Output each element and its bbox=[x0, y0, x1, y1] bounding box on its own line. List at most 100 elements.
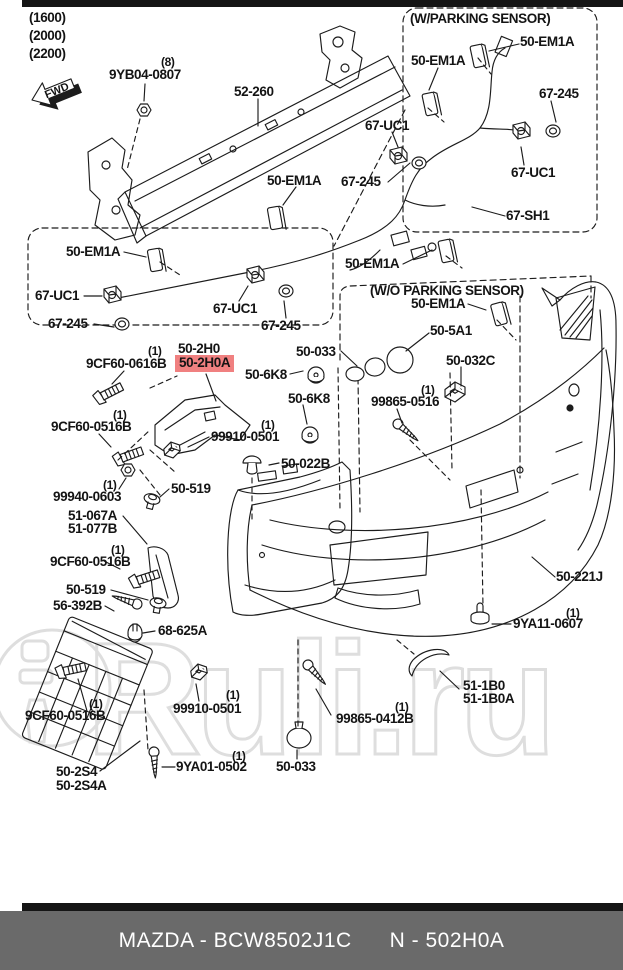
callout-68-625A: 68-625A bbox=[158, 623, 207, 638]
screw-icon bbox=[111, 591, 144, 610]
callout-67-UC1-3: 67-UC1 bbox=[35, 288, 80, 303]
screw-icon bbox=[301, 658, 329, 688]
callout-qty: (1) bbox=[261, 418, 275, 432]
pad-icon bbox=[470, 43, 490, 70]
callout-67-245-3: 67-245 bbox=[48, 316, 88, 331]
callout-50-6K8-2: 50-6K8 bbox=[288, 391, 330, 406]
grommet-icon bbox=[308, 367, 324, 383]
callout-qty-8: (8) bbox=[161, 55, 175, 69]
callout-51-077B: 51-077B bbox=[68, 521, 117, 536]
callout-50-519-1: 50-519 bbox=[171, 481, 211, 496]
callout-51-1B0A: 51-1B0A bbox=[463, 691, 515, 706]
fwd-arrow-icon: FWD bbox=[28, 71, 82, 110]
dashed-leader-lines bbox=[118, 58, 516, 750]
bottom-edge-bar bbox=[22, 903, 623, 911]
bolt-icon bbox=[92, 380, 125, 406]
callout-67-245-1: 67-245 bbox=[539, 86, 579, 101]
grommet-icon bbox=[302, 427, 318, 443]
callout-67-245-4: 67-245 bbox=[261, 318, 301, 333]
callout-50-2S4: 50-2S4 bbox=[56, 764, 98, 779]
bumper-corner-left bbox=[228, 462, 352, 615]
pad-icon bbox=[422, 91, 442, 118]
leader-lines bbox=[78, 44, 556, 771]
sensor-icon bbox=[104, 286, 121, 303]
callout-variant-1600: (1600) bbox=[29, 10, 66, 25]
callout-variant-2200: (2200) bbox=[29, 46, 66, 61]
ring-icon bbox=[546, 125, 560, 137]
clip-icon bbox=[163, 441, 181, 459]
rebar-52-260 bbox=[88, 26, 410, 243]
callout-51-1B0: 51-1B0 bbox=[463, 678, 505, 693]
top-edge-bar bbox=[22, 0, 623, 7]
footer-part-ref: N - 502H0A bbox=[389, 928, 505, 952]
callout-50-EM1A-6: 50-EM1A bbox=[411, 296, 466, 311]
bolt-icon bbox=[55, 660, 87, 680]
pad-icon bbox=[438, 238, 458, 265]
callout-50-221J: 50-221J bbox=[556, 569, 603, 584]
callout-variant-2000: (2000) bbox=[29, 28, 66, 43]
callout-50-519-2: 50-519 bbox=[66, 582, 106, 597]
harness-67-SH1 bbox=[118, 36, 520, 298]
callout-9YB04-0807: 9YB04-0807 bbox=[109, 67, 181, 82]
sensor-icon bbox=[247, 266, 264, 283]
retainer-pin-icon bbox=[142, 492, 161, 511]
callout-67-UC1-1: 67-UC1 bbox=[365, 118, 410, 133]
callout-50-EM1A-4: 50-EM1A bbox=[66, 244, 121, 259]
body-side-panel bbox=[542, 282, 616, 550]
bolt-icon bbox=[128, 567, 161, 590]
dashed-region-wo-parking-sensor bbox=[340, 276, 591, 512]
rivet-icon bbox=[471, 603, 489, 624]
screw-icon bbox=[391, 417, 421, 445]
callout-qty: (1) bbox=[89, 697, 103, 711]
pad-icon bbox=[147, 248, 166, 274]
ring-icon bbox=[279, 285, 293, 297]
plug-icon bbox=[364, 356, 387, 377]
clip-icon bbox=[445, 382, 465, 402]
callout-99910-0501-2: 99910-0501 bbox=[173, 701, 242, 716]
callout-50-5A1: 50-5A1 bbox=[430, 323, 472, 338]
bumper-main-50-221J bbox=[247, 348, 614, 636]
callout-50-6K8-1: 50-6K8 bbox=[245, 367, 287, 382]
callout-52-260: 52-260 bbox=[234, 84, 274, 99]
callout-50-032C: 50-032C bbox=[446, 353, 495, 368]
retainer-pin-icon bbox=[148, 597, 166, 615]
callout-qty: (1) bbox=[148, 344, 162, 358]
callout-50-EM1A-1: 50-EM1A bbox=[520, 34, 575, 49]
callout-9CF60-0516B-3: 9CF60-0516B bbox=[25, 708, 106, 723]
callout-99865-0412B: 99865-0412B bbox=[336, 711, 414, 726]
plug-icon bbox=[287, 722, 311, 748]
callout-50-2H0: 50-2H0 bbox=[178, 341, 220, 356]
footer-catalog-code: MAZDA - BCW8502J1C bbox=[118, 928, 352, 952]
callout-50-EM1A-5: 50-EM1A bbox=[345, 256, 400, 271]
ring-icon bbox=[412, 157, 426, 169]
clip-icon bbox=[190, 663, 208, 681]
callout-qty: (1) bbox=[226, 688, 240, 702]
callout-67-245-2: 67-245 bbox=[341, 174, 381, 189]
callout-50-EM1A-3: 50-EM1A bbox=[267, 173, 322, 188]
callout-qty: (1) bbox=[103, 478, 117, 492]
seal-grid-50-2S4 bbox=[21, 616, 153, 770]
callout-50-022B: 50-022B bbox=[281, 456, 330, 471]
callout-99940-0603: 99940-0603 bbox=[53, 489, 122, 504]
plug-icon bbox=[387, 347, 413, 373]
region-title-wo-parking-sensor: (W/O PARKING SENSOR) bbox=[370, 283, 524, 298]
callout-9YA01-0502: 9YA01-0502 bbox=[176, 759, 247, 774]
nut-icon bbox=[137, 104, 151, 116]
callout-qty: (1) bbox=[232, 749, 246, 763]
dashed-region-sensor-parts-left bbox=[28, 228, 333, 325]
footer-bar: MAZDA - BCW8502J1C N - 502H0A bbox=[0, 911, 623, 970]
grommet-icon bbox=[243, 456, 261, 474]
watermark-logo-icon bbox=[0, 630, 110, 746]
callout-50-033-1: 50-033 bbox=[296, 344, 336, 359]
callout-67-SH1: 67-SH1 bbox=[506, 208, 550, 223]
callout-99865-0516: 99865-0516 bbox=[371, 394, 440, 409]
callout-9CF60-0516B-2: 9CF60-0516B bbox=[50, 554, 131, 569]
callout-9CF60-0516B-1: 9CF60-0516B bbox=[51, 419, 132, 434]
sensor-icon bbox=[390, 147, 407, 164]
callout-qty: (1) bbox=[421, 383, 435, 397]
sensor-icon bbox=[513, 122, 530, 139]
callout-99910-0501-1: 99910-0501 bbox=[211, 429, 280, 444]
callout-51-067A: 51-067A bbox=[68, 508, 117, 523]
region-title-w-parking-sensor: (W/PARKING SENSOR) bbox=[410, 11, 551, 26]
